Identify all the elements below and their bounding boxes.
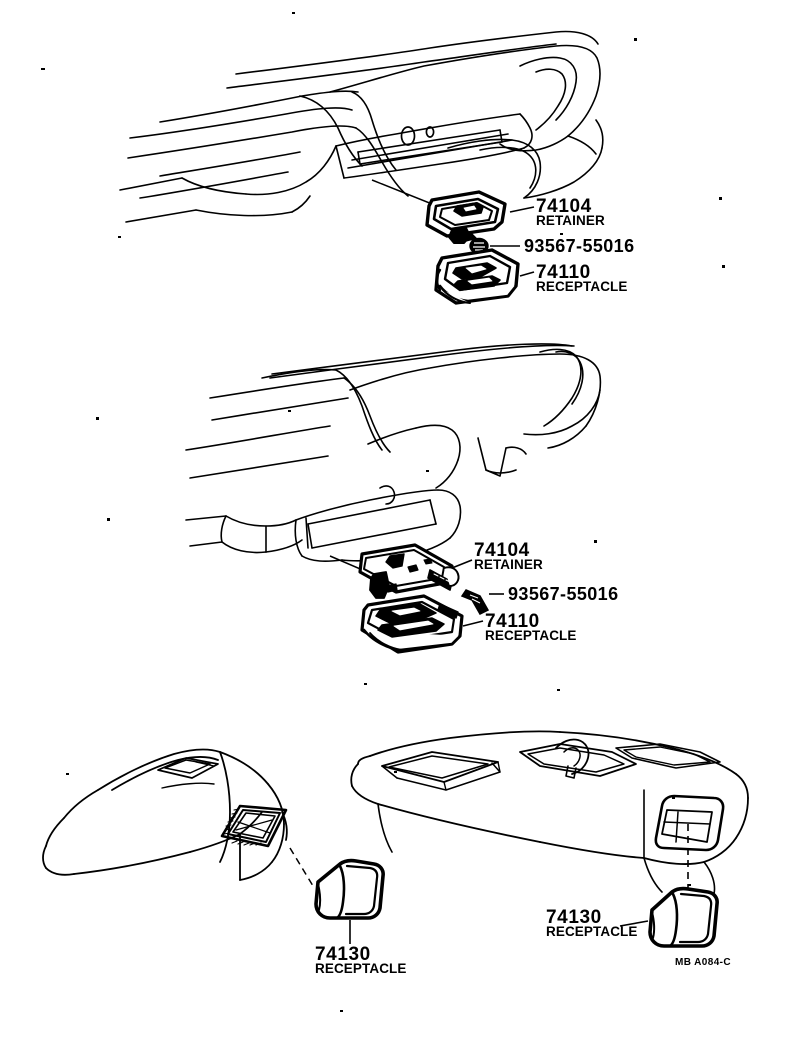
scan-speckles (41, 12, 725, 1012)
label-g1-retainer-number: 74104 (536, 196, 592, 217)
part-g1-receptacle (434, 248, 520, 305)
label-g3-left-number: 74130 (315, 944, 371, 965)
leader-line-g1-receptacle-label (519, 271, 535, 277)
label-g3-right-name: RECEPTACLE (546, 924, 638, 939)
label-g3-left-name: RECEPTACLE (315, 961, 407, 976)
group3-right-console (350, 730, 749, 895)
label-g2-receptacle-number: 74110 (485, 611, 540, 632)
label-g2-retainer-name: RETAINER (474, 557, 543, 572)
sheet-code: MB A084-C (675, 957, 732, 968)
label-g1-screw-number: 93567-55016 (524, 236, 635, 256)
label-g1-retainer-name: RETAINER (536, 213, 605, 228)
group1-instrument-panel (119, 30, 604, 223)
label-g1-receptacle-name: RECEPTACLE (536, 279, 628, 294)
leader-line-g1-retainer-label (509, 206, 535, 213)
label-g3-right-number: 74130 (546, 907, 602, 928)
leader-line-g2-receptacle-label (462, 620, 484, 627)
label-g2-screw-number: 93567-55016 (508, 584, 619, 604)
part-g2-screw (460, 589, 490, 615)
part-g1-retainer (425, 190, 507, 244)
leader-line-g3-right-label (619, 920, 649, 927)
leader-line-g2-retainer-label (451, 559, 473, 569)
label-g2-retainer-number: 74104 (474, 540, 530, 561)
label-g2-receptacle-name: RECEPTACLE (485, 628, 577, 643)
group3-left-console (42, 748, 288, 881)
part-g3-right-receptacle (648, 886, 719, 948)
part-g2-retainer (358, 543, 460, 599)
part-g3-left-receptacle (314, 858, 385, 920)
leader-line-g3-left-console-to-receptacle (289, 847, 314, 887)
group2-instrument-panel (185, 343, 602, 562)
label-g1-receptacle-number: 74110 (536, 262, 591, 283)
part-g2-receptacle (360, 594, 464, 654)
